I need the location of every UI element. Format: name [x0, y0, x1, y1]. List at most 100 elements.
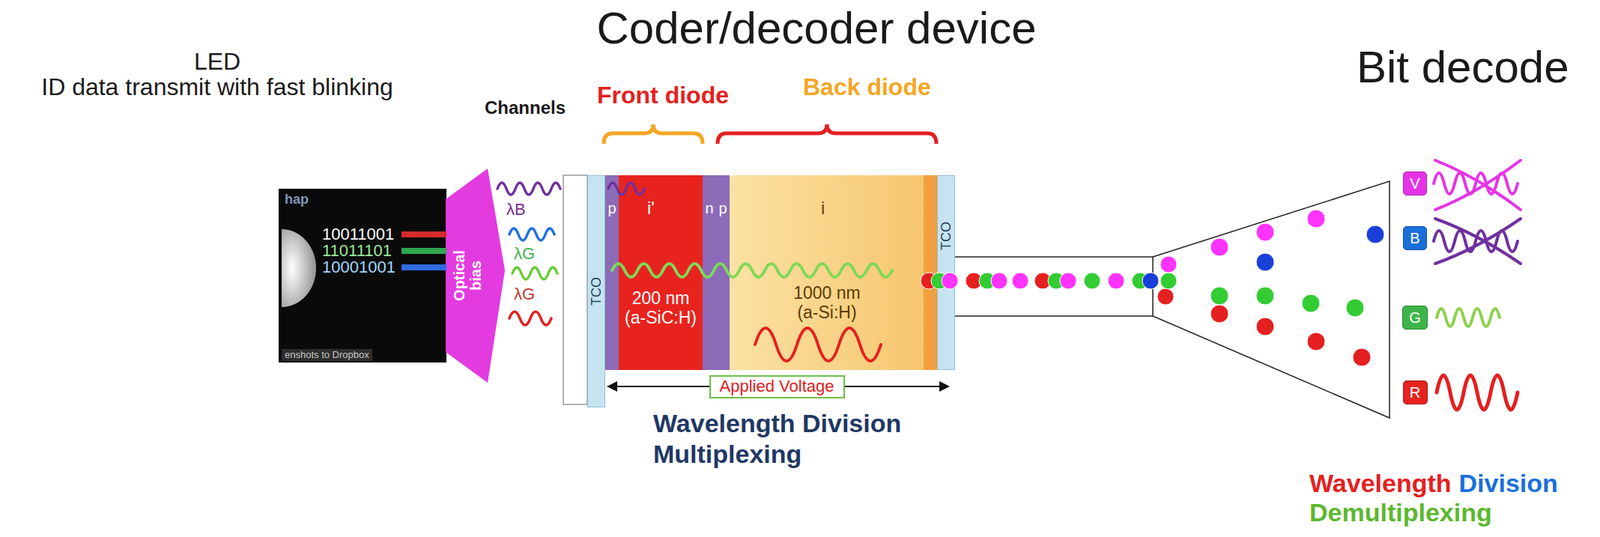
text-slot: Coder/decoder device [596, 1, 1036, 56]
layer-label: p [607, 199, 616, 218]
screen-fragment: hap [284, 191, 309, 209]
layer-label: p [718, 199, 727, 218]
fiber-tube [955, 256, 1153, 317]
bit-sequence: 10001001 [322, 259, 396, 276]
bit-dot [1107, 272, 1125, 290]
text-slot: 1000 nm (a-Si:H) [785, 283, 869, 323]
bit-dot [1346, 298, 1365, 317]
channel-letter: V [1409, 174, 1420, 193]
bit-dot [1160, 272, 1177, 290]
bit-dot [1059, 272, 1077, 290]
text-slot: Demultiplexing [1309, 498, 1493, 528]
text-slot: λG [513, 285, 535, 304]
text-slot: i' [647, 197, 655, 220]
led-dome [281, 229, 317, 308]
bit-dot [1301, 294, 1320, 313]
text-slot: ID data transmit with fast blinking [41, 74, 394, 101]
text-slot: LED [194, 49, 241, 75]
text-slot: TCO [589, 277, 604, 306]
voltage-label: Applied Voltage [719, 376, 835, 397]
text-slot: Optical bias [450, 243, 484, 308]
bit-dot [1256, 253, 1275, 272]
light-wave [755, 328, 881, 362]
channel-key: R [1402, 380, 1428, 405]
text-slot: 10011001 [322, 226, 395, 243]
diode-label: Back diode [802, 72, 932, 102]
layer-thickness: 200 nm (a-SiC:H) [621, 288, 700, 329]
decoded-signal [1433, 160, 1521, 410]
process-caption: Demultiplexing [1309, 498, 1493, 528]
back-bracket [717, 124, 937, 144]
bit-dot [1256, 286, 1275, 305]
text-slot: Channels [484, 97, 566, 120]
channel-letter: B [1409, 229, 1420, 248]
text-slot: n [704, 199, 714, 218]
text-slot: λG [513, 244, 535, 263]
decoded-signal [1436, 308, 1500, 327]
bit-dot [1256, 223, 1275, 242]
process-caption: Division [1459, 468, 1559, 499]
light-wave [497, 182, 893, 362]
diode-label: Front diode [597, 80, 729, 110]
bit-dot [1011, 272, 1029, 290]
bit-dot [920, 209, 1385, 367]
channel-letter: R [1409, 383, 1421, 402]
light-wave [611, 263, 893, 278]
bit-dot [1256, 317, 1275, 336]
decoded-signal [1436, 375, 1518, 410]
light-wave [512, 267, 558, 280]
led-beam [401, 264, 447, 271]
channel-letter: G [1408, 308, 1421, 327]
channel-key: V [1402, 171, 1427, 196]
text-slot: Division [1459, 468, 1559, 499]
layer-label: i [820, 197, 825, 220]
light-wave [509, 311, 552, 326]
source-label: LED [194, 49, 241, 75]
demux-funnel [1152, 181, 1390, 418]
bit-dot [1210, 286, 1229, 305]
text-slot: V [1403, 172, 1427, 195]
screen-fragment: enshots to Dropbox [281, 349, 373, 362]
text-slot: B [1403, 226, 1427, 250]
bit-dot [1307, 332, 1326, 351]
bit-dot [1083, 272, 1101, 290]
front-bracket [603, 124, 703, 144]
tco-layer: TCO [587, 175, 606, 408]
text-slot: i [820, 197, 825, 220]
channel-key: G [1402, 305, 1428, 330]
text-slot: p [607, 199, 616, 218]
bit-dot [1210, 304, 1229, 323]
text-slot: Back diode [802, 72, 932, 102]
voltage-arrow [939, 381, 950, 392]
bit-dot [941, 272, 959, 290]
bit-sequence: 10011001 [322, 226, 395, 243]
text-slot: Wavelength Division Multiplexing [653, 408, 938, 470]
layer-thickness: 1000 nm (a-Si:H) [785, 283, 869, 323]
text-slot: 10001001 [322, 259, 396, 276]
light-wave [497, 182, 561, 195]
voltage-arrow [606, 381, 618, 392]
process-caption: Wavelength Division Multiplexing [653, 408, 938, 470]
led-beam [401, 231, 447, 238]
channel-key: B [1402, 226, 1427, 251]
bit-dot [1142, 272, 1159, 290]
fiber-tube [955, 256, 1153, 258]
decoded-signal [1435, 218, 1521, 264]
light-wave [608, 182, 645, 195]
text-slot: R [1403, 381, 1427, 404]
decoded-signal [1435, 160, 1521, 210]
i-layer: i 1000 nm (a-Si:H) [729, 175, 924, 371]
layer-label: TCO [939, 221, 953, 251]
wavelength-label: λG [513, 244, 535, 263]
text-slot: Bit decode [1356, 40, 1570, 95]
text-slot: TCO [939, 221, 954, 251]
decoded-signal [1435, 160, 1521, 210]
layer-label: i' [647, 197, 655, 220]
wavelength-label: λG [513, 285, 535, 304]
optical-bias: Optical bias [445, 168, 506, 383]
text-slot: 11011101 [322, 242, 392, 260]
led-beam [401, 247, 447, 254]
decoded-signal [1435, 218, 1521, 264]
bit-sequence: 11011101 [322, 242, 392, 260]
